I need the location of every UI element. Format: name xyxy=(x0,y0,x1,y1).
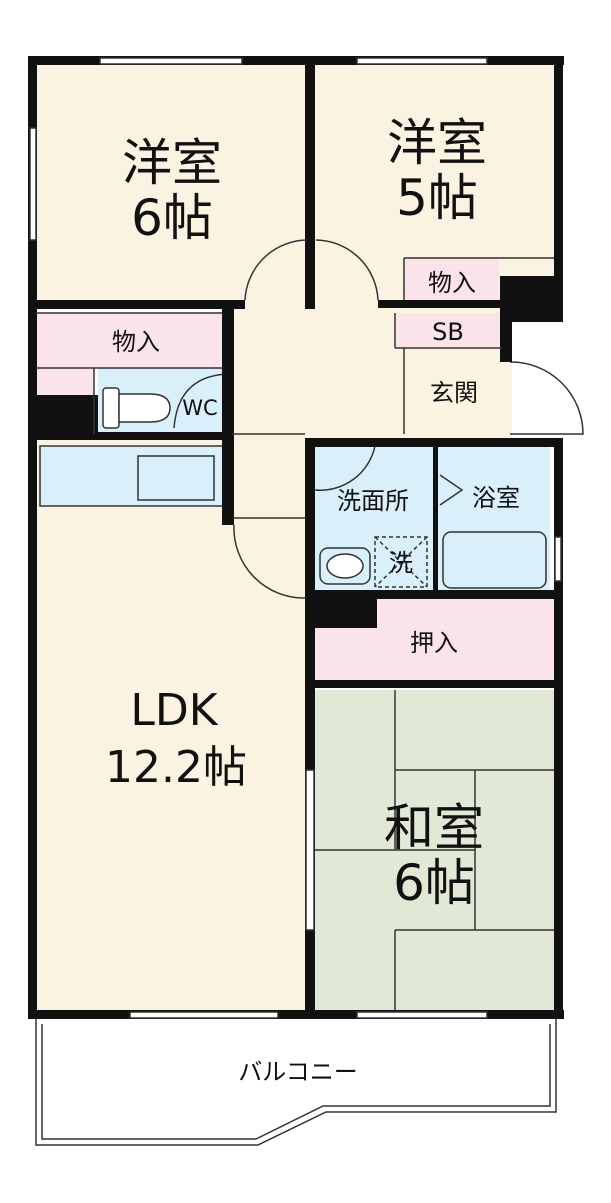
label-ldk-name: LDK xyxy=(130,685,218,736)
window-west-side xyxy=(29,127,37,241)
toilet-tank xyxy=(102,387,120,429)
label-shoe-box: SB xyxy=(432,318,464,346)
window-western-6 xyxy=(99,57,243,65)
closet-left-floor-sub xyxy=(36,368,94,398)
labels: 洋室 6帖 洋室 5帖 物入 物入 SB 玄関 WC 洗面所 洗 浴室 押入 L… xyxy=(105,114,520,1086)
bath-door-triangle xyxy=(439,474,464,506)
window-bath xyxy=(554,536,562,582)
door-western-6 xyxy=(244,239,309,301)
label-ldk-size: 12.2帖 xyxy=(105,742,247,793)
label-washroom: 洗面所 xyxy=(337,487,409,515)
ldk-floor xyxy=(36,440,309,1016)
windows xyxy=(29,57,562,1019)
label-western-5-name: 洋室 xyxy=(387,114,487,172)
floor-fills xyxy=(36,64,556,1016)
balcony xyxy=(35,1018,557,1146)
laundry-pan-diag2 xyxy=(374,536,428,588)
label-western-6-name: 洋室 xyxy=(122,134,222,192)
laundry-pan xyxy=(374,536,428,588)
closet-left-floor xyxy=(36,313,230,368)
door-western-5 xyxy=(315,239,379,301)
toilet-door-arc xyxy=(173,373,229,429)
fixtures xyxy=(102,373,547,589)
label-laundry: 洗 xyxy=(389,549,413,577)
label-japanese-name: 和室 xyxy=(384,799,484,857)
window-western-5 xyxy=(356,57,488,65)
label-balcony: バルコニー xyxy=(238,1058,358,1086)
bathtub xyxy=(442,531,547,589)
shoe-box-floor xyxy=(395,313,500,347)
sliding-door-ldk-japanese xyxy=(305,769,315,931)
door-washroom xyxy=(314,445,376,491)
label-closet-left: 物入 xyxy=(112,328,160,356)
basin-bowl xyxy=(326,553,364,579)
label-oshiire: 押入 xyxy=(410,629,458,657)
window-ldk xyxy=(129,1011,279,1019)
sink xyxy=(137,455,215,501)
label-closet-top-right: 物入 xyxy=(428,269,476,297)
kitchen-counter xyxy=(39,445,227,507)
window-japanese xyxy=(356,1011,488,1019)
door-entrance xyxy=(509,361,584,435)
balcony-outline xyxy=(35,1018,557,1146)
label-entrance: 玄関 xyxy=(430,379,478,407)
door-ldk xyxy=(233,524,306,599)
label-japanese-size: 6帖 xyxy=(393,854,475,912)
label-western-5-size: 5帖 xyxy=(396,169,478,227)
balcony-inner xyxy=(41,1024,551,1140)
closet-top-right-floor xyxy=(404,258,499,303)
partitions xyxy=(36,257,554,519)
entrance-floor xyxy=(404,348,502,434)
room-western-6-floor xyxy=(36,64,309,309)
door-swings xyxy=(233,239,584,599)
label-toilet: WC xyxy=(182,396,217,420)
label-western-6-size: 6帖 xyxy=(131,189,213,247)
label-bath: 浴室 xyxy=(472,484,520,512)
toilet-bowl xyxy=(118,393,171,423)
tatami-lines xyxy=(315,690,554,1010)
